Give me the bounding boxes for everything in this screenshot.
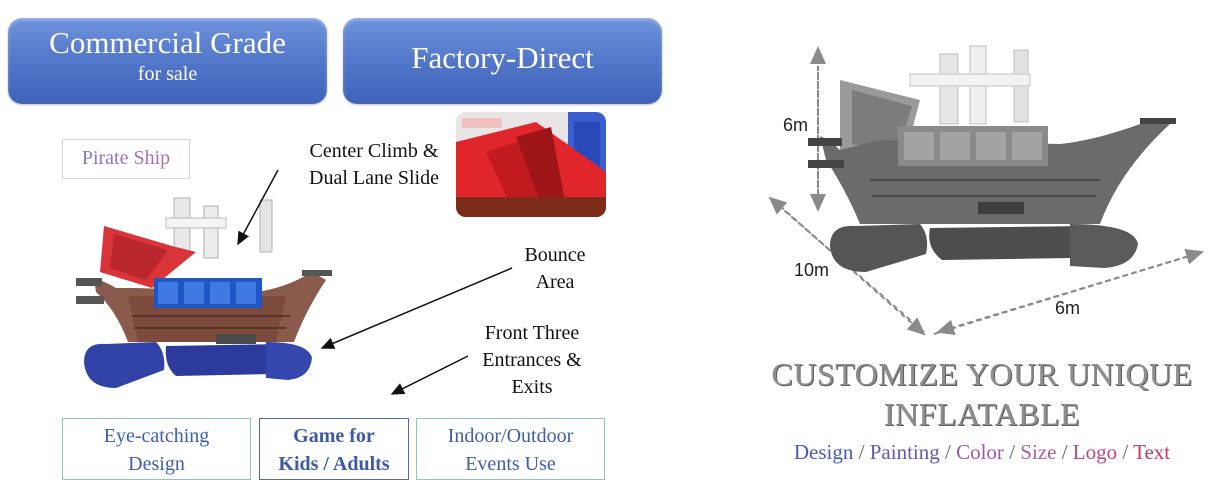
length-dimension: 10m [794, 260, 830, 280]
factory-direct-banner: Factory-Direct [343, 18, 662, 104]
option-separator: / [1117, 440, 1134, 464]
option-painting: Painting [869, 440, 940, 464]
climb-callout-line2: Dual Lane Slide [309, 167, 439, 189]
feature-line: Events Use [465, 453, 556, 475]
entrances-callout-line1: Front Three [484, 322, 580, 344]
bounce-callout-line1: Bounce [524, 244, 586, 266]
customize-options: Design / Painting / Color / Size / Logo … [752, 440, 1212, 465]
commercial-grade-title: Commercial Grade [49, 25, 286, 60]
feature-line: Game for [293, 425, 375, 447]
option-text: Text [1133, 440, 1171, 464]
factory-direct-title: Factory-Direct [411, 40, 594, 75]
for-sale-subtitle: for sale [137, 63, 198, 85]
option-separator: / [853, 440, 870, 464]
product-tag-frame [62, 139, 190, 179]
option-logo: Logo [1072, 440, 1118, 464]
option-separator: / [1003, 440, 1021, 464]
height-dimension: 6m [783, 115, 809, 135]
feature-line: Design [128, 453, 185, 475]
customize-heading-line1: CUSTOMIZE YOUR UNIQUE [771, 356, 1193, 392]
commercial-grade-banner: Commercial Grade for sale [8, 18, 327, 104]
option-color: Color [956, 440, 1004, 464]
entrances-callout: Front Three Entrances & Exits [464, 320, 600, 401]
customize-heading: CUSTOMIZE YOUR UNIQUE INFLATABLE [752, 354, 1212, 434]
slide-closeup-photo [456, 112, 606, 217]
entrances-callout-line2: Entrances & [482, 349, 582, 371]
bounce-area-callout: Bounce Area [510, 242, 600, 296]
width-dimension: 6m [1055, 298, 1081, 318]
option-size: Size [1020, 440, 1057, 464]
pirate-ship-dimension-image [808, 45, 1176, 272]
option-design: Design [793, 440, 854, 464]
bounce-callout-line2: Area [535, 271, 575, 293]
customize-heading-line2: INFLATABLE [883, 396, 1081, 432]
feature-game: Game for Kids / Adults [259, 418, 409, 480]
pirate-ship-image [76, 197, 332, 388]
entrances-callout-line3: Exits [511, 376, 553, 398]
climb-slide-callout: Center Climb & Dual Lane Slide [292, 138, 456, 192]
feature-line: Kids / Adults [278, 453, 390, 475]
option-separator: / [939, 440, 957, 464]
option-separator: / [1056, 440, 1073, 464]
feature-line: Eye-catching [103, 425, 210, 447]
product-tag: Pirate Ship [62, 139, 190, 179]
climb-callout-line1: Center Climb & [309, 140, 439, 162]
feature-line: Indoor/Outdoor [447, 425, 574, 447]
feature-indoor-outdoor: Indoor/Outdoor Events Use [416, 418, 605, 480]
feature-eye-catching: Eye-catching Design [62, 418, 251, 480]
